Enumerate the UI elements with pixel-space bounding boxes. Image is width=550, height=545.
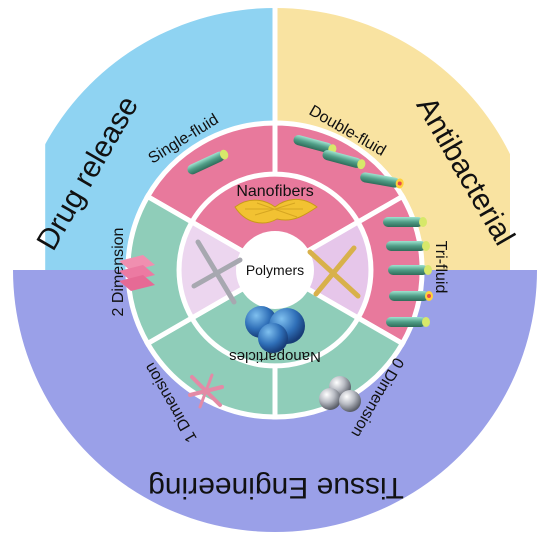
cross-fiber-icon (307, 245, 361, 299)
tissue-engineering-label: Tissue Engineering (148, 471, 404, 504)
cross-fiber-icon (188, 373, 224, 409)
fiber-icon (388, 265, 432, 275)
fiber-icon (386, 317, 430, 327)
right-lavender-sector (270, 218, 374, 322)
fiber-icon (386, 241, 430, 251)
tri-fluid-label: Tri-fluid (432, 241, 449, 294)
cross-fiber-icon (191, 239, 243, 305)
nanofibers-label: Nanofibers (236, 183, 313, 200)
layered-sheet-icon (119, 255, 155, 291)
nanoparticles-label: Nanoparticles (229, 348, 321, 365)
fiber-icon (383, 217, 427, 227)
nanofiber-mat-icon (234, 199, 318, 224)
sphere-cluster-icon (319, 376, 361, 412)
center-label: Polymers (246, 262, 304, 278)
fiber-icon (389, 291, 433, 301)
center-disc (236, 231, 314, 309)
two-dimension-label: 2 Dimension (110, 228, 127, 317)
nanoparticle-cluster-icon (245, 306, 305, 353)
nanofibers-sector (188, 171, 362, 273)
